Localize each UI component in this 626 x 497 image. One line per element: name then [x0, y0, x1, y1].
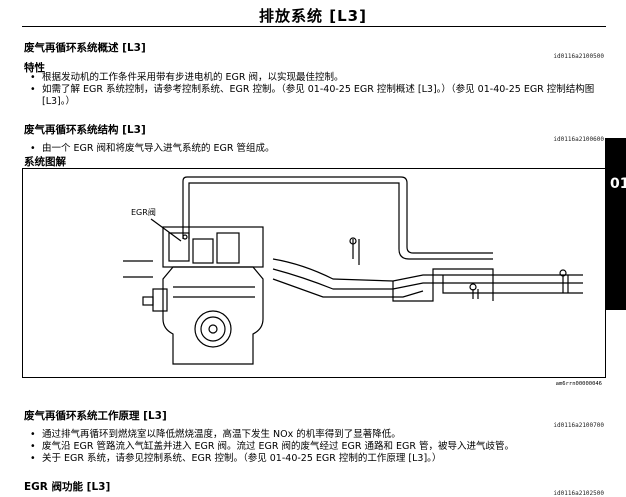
overview-title: 废气再循环系统概述 [L3] [24, 42, 146, 54]
bullet-dot: • [30, 429, 36, 440]
valve-function-doc-id: id0116a2102500 [553, 490, 604, 497]
structure-title: 废气再循环系统结构 [L3] [24, 124, 146, 136]
principle-title: 废气再循环系统工作原理 [L3] [24, 410, 167, 422]
bullet-text: 由一个 EGR 阀和将废气导入进气系统的 EGR 管组成。 [42, 143, 275, 154]
diagram-heading: 系统图解 [24, 156, 66, 168]
egr-system-drawing: EGR阀 [123, 176, 583, 365]
overview-bullet-2: • 如需了解 EGR 系统控制，请参考控制系统、EGR 控制。（参见 01-40… [30, 84, 598, 108]
principle-bullet-1: • 通过排气再循环到燃烧室以降低燃烧温度，高温下发生 NOx 的机率得到了显著降… [30, 429, 598, 441]
structure-doc-id: id0116a2100600 [553, 136, 604, 143]
structure-bullet-1: • 由一个 EGR 阀和将废气导入进气系统的 EGR 管组成。 [30, 143, 598, 155]
bullet-text: 如需了解 EGR 系统控制，请参考控制系统、EGR 控制。（参见 01-40-2… [42, 84, 595, 107]
bullet-dot: • [30, 453, 36, 464]
bullet-dot: • [30, 143, 36, 154]
bullet-dot: • [30, 72, 36, 83]
valve-function-title: EGR 阀功能 [L3] [24, 481, 111, 493]
chapter-side-tab-label: 01 [610, 176, 626, 192]
bullet-text: 废气沿 EGR 管路流入气缸盖并进入 EGR 阀。流过 EGR 阀的废气经过 E… [42, 441, 515, 452]
figure-id: am6rrn00000046 [555, 381, 602, 387]
egr-valve-label: EGR阀 [131, 208, 156, 217]
bullet-text: 关于 EGR 系统，请参见控制系统、EGR 控制。（参见 01-40-25 EG… [42, 453, 442, 464]
bullet-dot: • [30, 441, 36, 452]
principle-bullet-3: • 关于 EGR 系统，请参见控制系统、EGR 控制。（参见 01-40-25 … [30, 453, 598, 465]
page-header-title: 排放系统 [L3] [259, 7, 367, 25]
bullet-text: 通过排气再循环到燃烧室以降低燃烧温度，高温下发生 NOx 的机率得到了显著降低。 [42, 429, 401, 440]
overview-doc-id: id0116a2100500 [553, 53, 604, 60]
principle-bullet-2: • 废气沿 EGR 管路流入气缸盖并进入 EGR 阀。流过 EGR 阀的废气经过… [30, 441, 598, 453]
overview-bullet-1: • 根据发动机的工作条件采用带有步进电机的 EGR 阀，以实现最佳控制。 [30, 72, 598, 84]
system-diagram: EGR阀 [22, 168, 606, 378]
chapter-side-tab [605, 138, 626, 310]
bullet-text: 根据发动机的工作条件采用带有步进电机的 EGR 阀，以实现最佳控制。 [42, 72, 344, 83]
header-rule [22, 26, 606, 27]
features-heading: 特性 [24, 62, 45, 74]
bullet-dot: • [30, 84, 36, 95]
principle-doc-id: id0116a2100700 [553, 422, 604, 429]
